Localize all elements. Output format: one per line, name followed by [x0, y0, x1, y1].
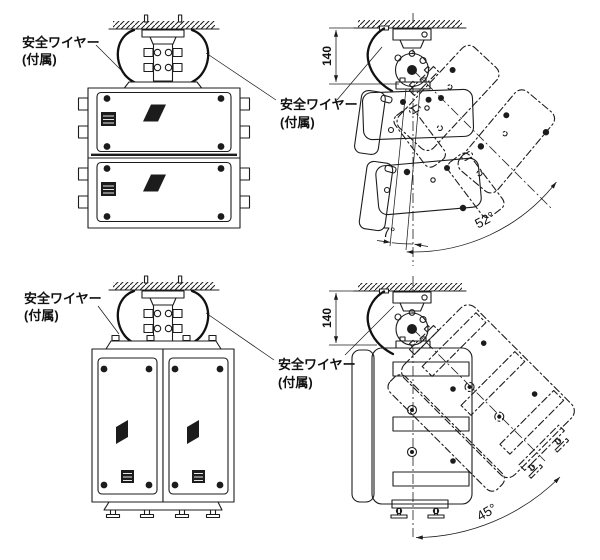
bottom-plate-feet [105, 509, 221, 519]
leader-line [97, 305, 120, 335]
pivot-bracket [392, 291, 432, 346]
dimension-value-140: 140 [320, 46, 334, 66]
ceiling-hatch [358, 20, 462, 28]
angle-value-52: 52° [472, 209, 497, 232]
pivot-bracket [392, 28, 432, 88]
view-front-vertical-pair [91, 274, 235, 519]
dimension-value-140: 140 [320, 308, 334, 328]
speaker-cabinet-lower [77, 157, 251, 229]
plate-bolt [111, 334, 120, 342]
safety-wire-label-bottom-left-line2: (付属) [24, 308, 59, 323]
leader-line [336, 46, 383, 101]
safety-wire-label-bottom-left-line1: 安全ワイヤー [24, 291, 102, 306]
angle-dimension-52: 52° [406, 181, 557, 255]
leader-line [205, 312, 275, 361]
safety-wire-label-top-left-line2: (付属) [22, 52, 57, 67]
safety-wire-label-bottom-middle-line2: (付属) [278, 375, 313, 390]
view-side-tilt-45: 140 45° [320, 276, 589, 540]
leader-line [95, 44, 123, 72]
plate-bolt [208, 334, 217, 342]
speaker-cabinet-left [91, 348, 164, 503]
ceiling-hatch [358, 283, 462, 291]
angle-dimension-7: 7° [376, 225, 429, 248]
plate-bolt [182, 334, 191, 342]
angle-value-7: 7° [383, 225, 396, 240]
dimension-140-top: 140 [320, 27, 399, 85]
bottom-mount-plate [103, 501, 223, 511]
dimension-140-bottom: 140 [320, 290, 377, 346]
top-mount-plate [105, 340, 222, 350]
view-side-tilt-range: 140 52° 7° [320, 13, 577, 266]
ceiling-hatch [113, 282, 215, 290]
ceiling-hatch [113, 21, 215, 29]
safety-wire-label-top-middle-line2: (付属) [280, 115, 315, 130]
phantom-axis-line [412, 328, 546, 462]
view-front-horizontal-array [77, 13, 251, 229]
safety-wire-label-bottom-middle-line1: 安全ワイヤー [278, 357, 356, 372]
speaker-cabinet-right [162, 348, 235, 503]
safety-wire-label-top-left-line1: 安全ワイヤー [22, 35, 100, 50]
plate-bolt [146, 334, 155, 342]
speaker-cabinet-upper [77, 87, 251, 159]
leader-line [344, 305, 395, 356]
safety-wire [366, 27, 394, 93]
annotations: 安全ワイヤー (付属) 安全ワイヤー (付属) 安全ワイヤー (付属) 安全ワイ… [22, 35, 395, 390]
safety-wire-label-top-middle-line1: 安全ワイヤー [280, 97, 358, 112]
leader-line [205, 52, 277, 101]
speaker-axis-line [389, 88, 407, 247]
